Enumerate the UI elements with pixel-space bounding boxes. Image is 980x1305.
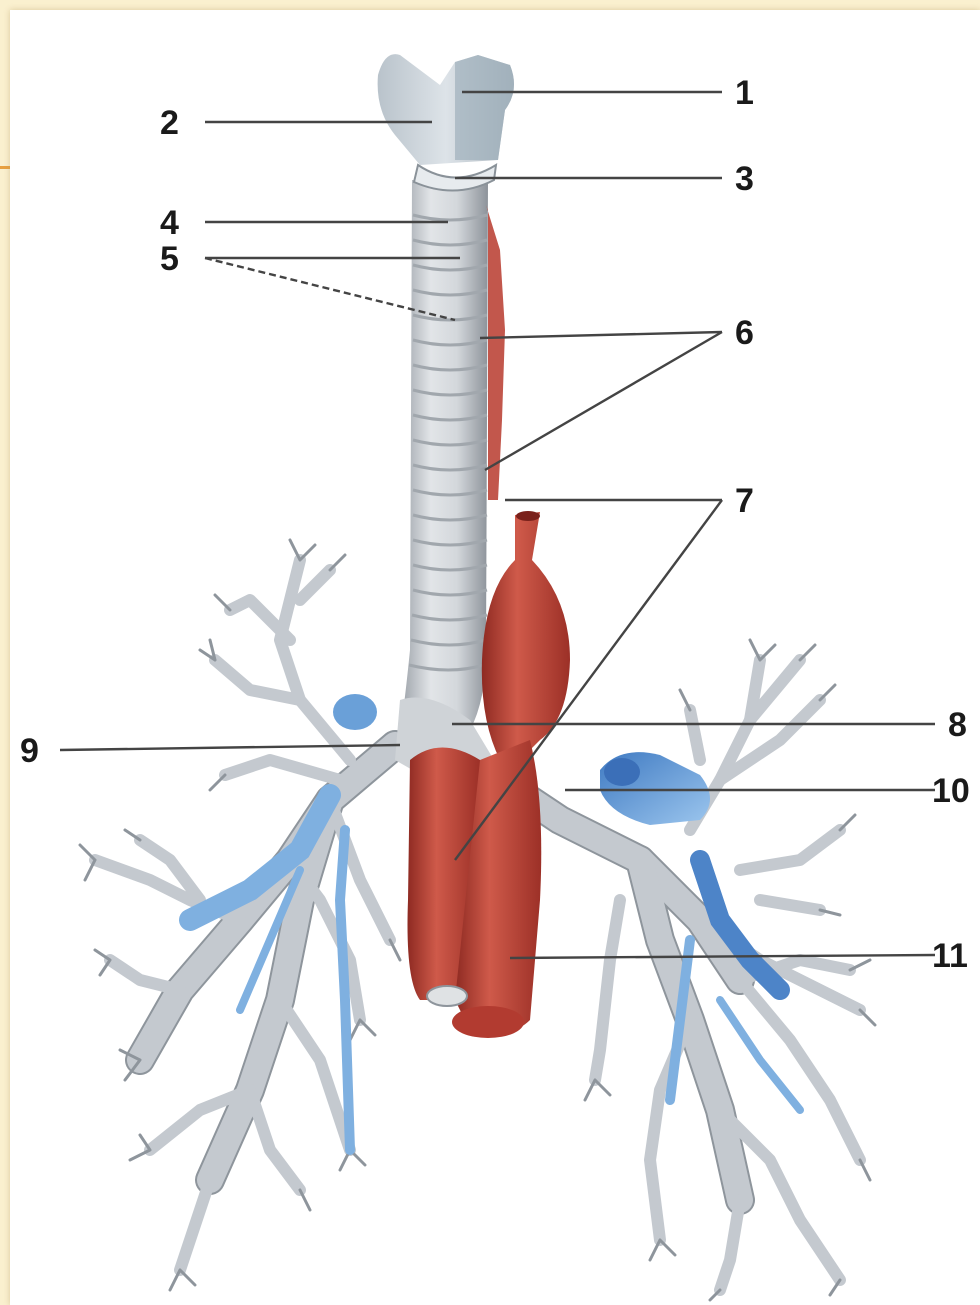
label-3: 3 [735,160,754,198]
label-2: 2 [160,104,179,142]
esophagus-strip [486,205,505,500]
label-11: 11 [932,937,968,975]
label-9: 9 [20,732,39,770]
label-4: 4 [160,204,179,242]
label-10: 10 [932,772,970,810]
left-bronchial-tree [80,540,400,1290]
label-5: 5 [160,240,179,278]
label-7: 7 [735,482,754,520]
label-1: 1 [735,74,754,112]
label-8: 8 [948,706,967,744]
label-6: 6 [735,314,754,352]
